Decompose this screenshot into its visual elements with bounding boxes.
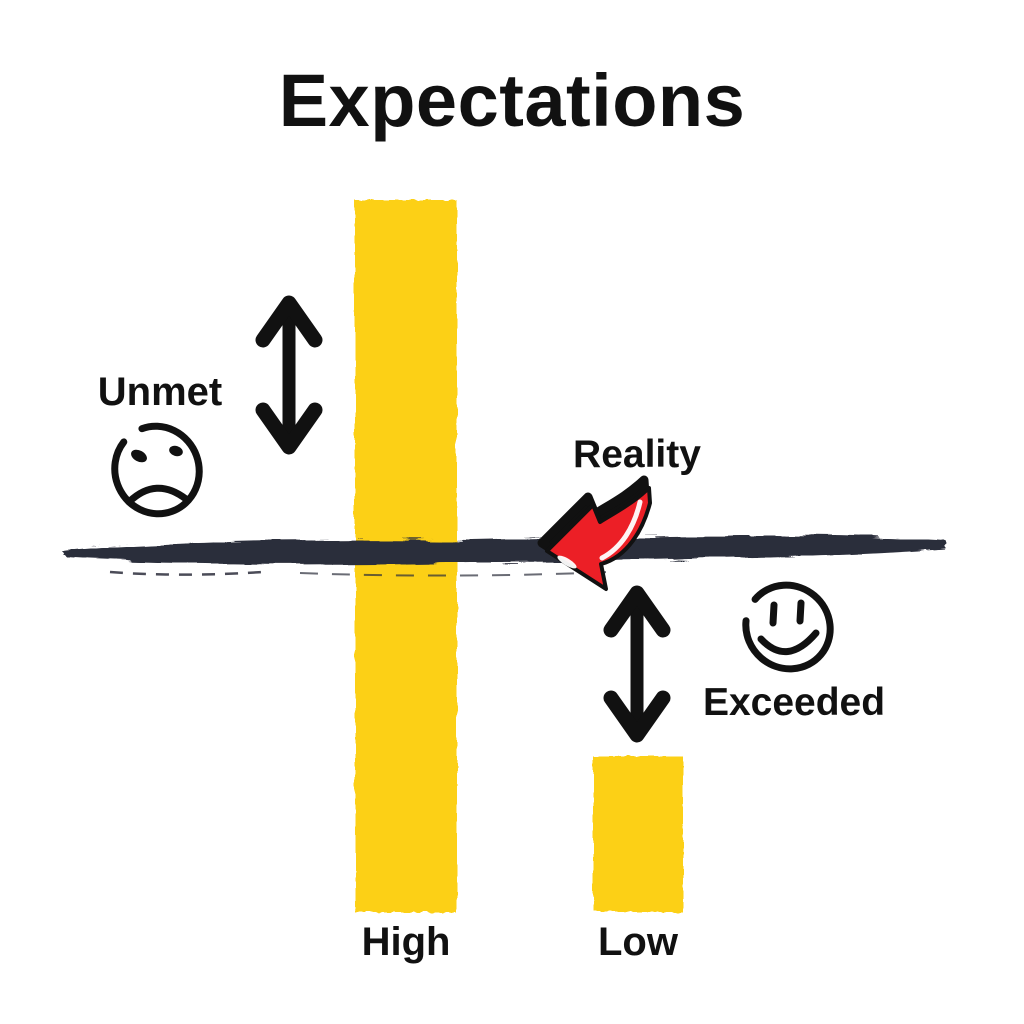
exceeded-label: Exceeded: [702, 681, 886, 724]
reality-line: [62, 535, 946, 577]
curved-red-arrow-icon: [537, 475, 652, 591]
exceeded-gap-double-arrow-icon: [603, 585, 671, 743]
reality-label: Reality: [573, 433, 701, 476]
high-bar-label: High: [361, 920, 451, 964]
sad-face-icon: [111, 422, 203, 518]
smiley-face-icon: [742, 581, 834, 673]
unmet-gap-double-arrow-icon: [255, 295, 323, 455]
low-expectation-bar: [593, 756, 683, 912]
low-bar-label: Low: [598, 920, 678, 964]
page-title: Expectations: [278, 59, 746, 142]
unmet-label: Unmet: [97, 370, 223, 414]
